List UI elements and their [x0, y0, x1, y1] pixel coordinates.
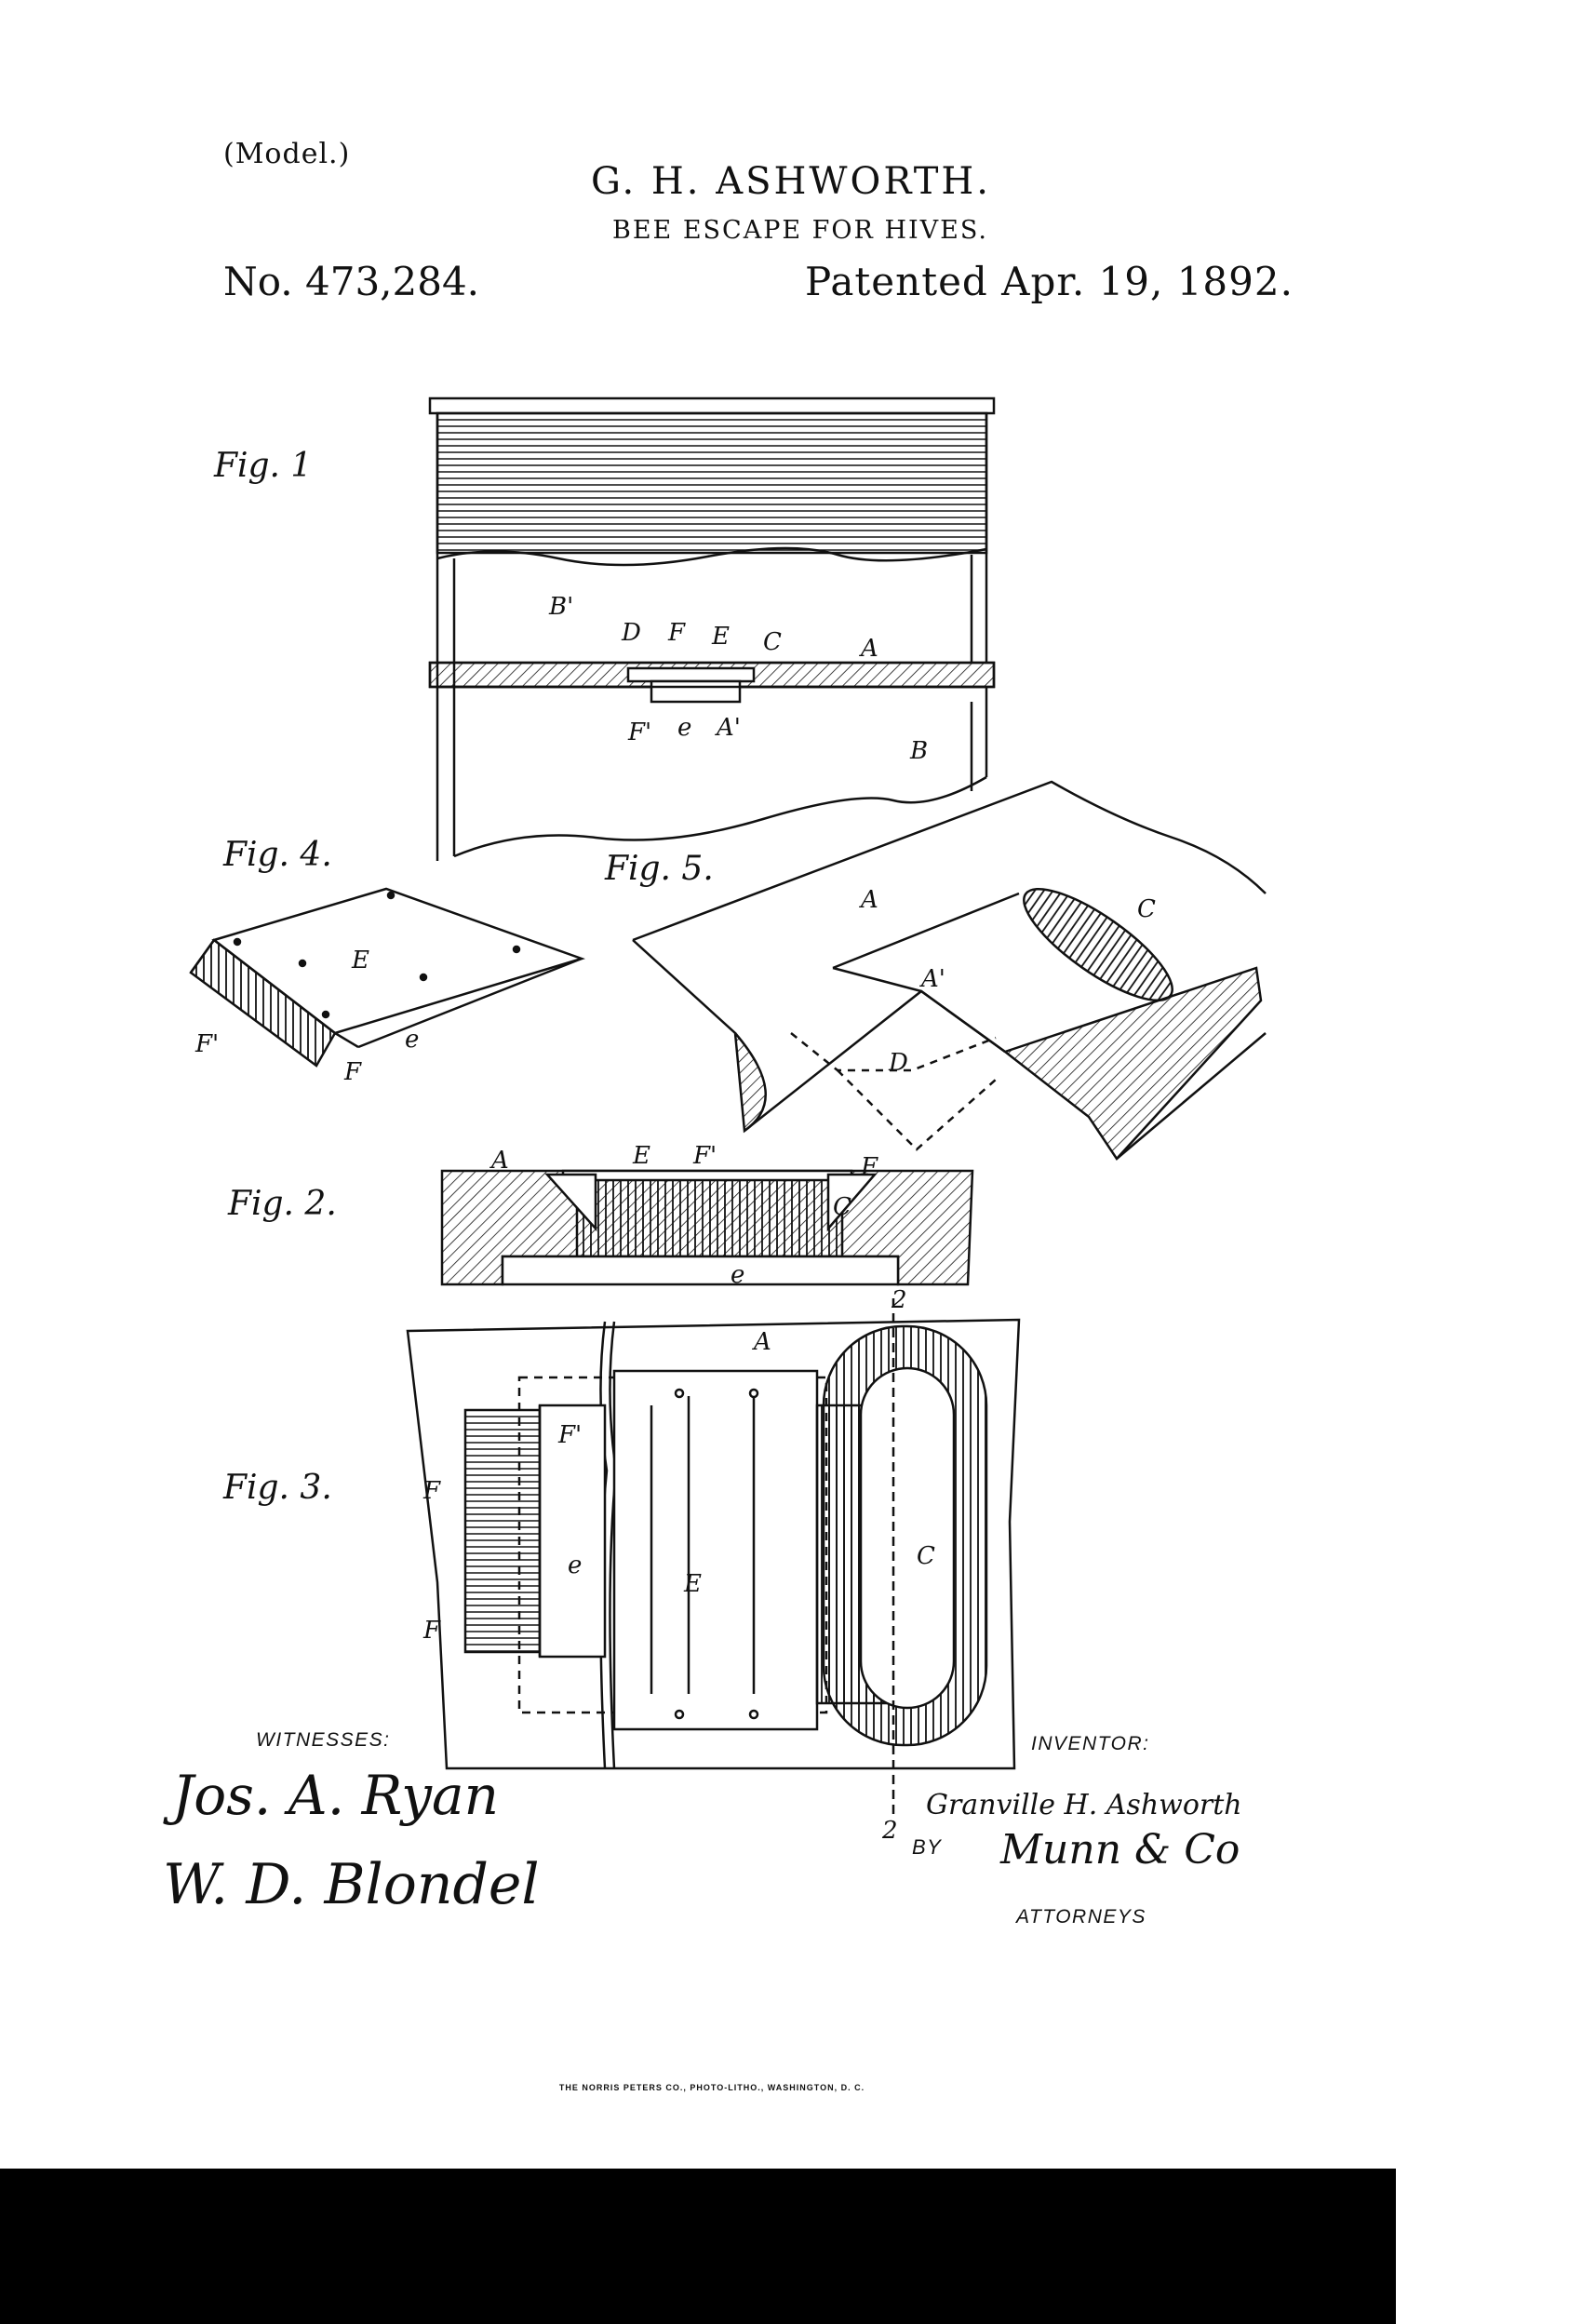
- printer-imprint: THE NORRIS PETERS CO., PHOTO-LITHO., WAS…: [558, 2083, 865, 2092]
- inventor-signature: Granville H. Ashworth: [926, 1789, 1242, 1821]
- label-F1-fig4: F': [194, 1030, 219, 1058]
- label-C-fig5: C: [1137, 895, 1156, 923]
- label-F-fig2: F: [860, 1153, 878, 1181]
- label-E-fig3: E: [683, 1570, 702, 1598]
- figure-4-drawing: [189, 887, 585, 1068]
- attorneys-signature: Munn & Co: [1000, 1826, 1240, 1874]
- figure-3-drawing: [406, 1298, 1021, 1815]
- label-A1-fig1: A': [715, 714, 741, 742]
- label-F-b-fig3: F: [422, 1617, 441, 1645]
- attorneys-label: ATTORNEYS: [1016, 1906, 1146, 1928]
- label-F-fig4: F: [343, 1058, 362, 1086]
- label-F1-a-fig3: F': [557, 1421, 582, 1449]
- by-label: BY: [912, 1835, 943, 1859]
- witness-signature-1: Jos. A. Ryan: [172, 1764, 499, 1827]
- label-F-a-fig3: F: [422, 1477, 441, 1505]
- inventor-label: INVENTOR:: [1031, 1733, 1150, 1754]
- witnesses-label: WITNESSES:: [256, 1729, 391, 1751]
- witness-signature-2: W. D. Blondel: [163, 1852, 540, 1917]
- label-F1-fig1: F': [627, 719, 651, 746]
- fig3-label: Fig. 3.: [222, 1469, 332, 1507]
- label-e-fig1: e: [677, 714, 691, 742]
- label-C-fig1: C: [763, 628, 782, 656]
- fig1-label: Fig. 1: [213, 447, 312, 485]
- label-C-fig2: C: [833, 1193, 851, 1221]
- figure-labels: Fig. 1 Fig. 4. Fig. 5. Fig. 2. Fig. 3. B…: [194, 447, 1156, 1845]
- figure-1-drawing: [428, 396, 996, 861]
- label-2-top-fig3: 2: [891, 1286, 907, 1314]
- label-e-fig4: e: [405, 1026, 419, 1054]
- label-A-fig3: A: [752, 1328, 771, 1356]
- fig4-label: Fig. 4.: [222, 836, 332, 874]
- label-F-fig1: F: [667, 619, 686, 647]
- scan-border-bar: [0, 2169, 1396, 2324]
- inventor-name: G. H. ASHWORTH.: [590, 160, 992, 203]
- label-B-fig1: B: [909, 737, 928, 765]
- figure-5-drawing: [632, 780, 1267, 1162]
- patent-title: BEE ESCAPE FOR HIVES.: [612, 216, 988, 245]
- label-e-fig3: e: [568, 1552, 582, 1579]
- patent-date: Patented Apr. 19, 1892.: [805, 259, 1294, 304]
- label-D-fig5: D: [888, 1049, 908, 1077]
- label-E-fig2: E: [632, 1142, 650, 1170]
- label-2-bottom-fig3: 2: [881, 1817, 898, 1845]
- label-A1-fig5: A': [919, 965, 945, 993]
- label-E-fig4: E: [351, 947, 369, 974]
- patent-number: No. 473,284.: [223, 259, 480, 304]
- label-C-fig3: C: [917, 1542, 935, 1570]
- label-A-fig5: A: [859, 886, 878, 914]
- label-B1-fig1: B': [548, 593, 573, 621]
- label-D-fig1: D: [621, 619, 641, 647]
- label-e-fig2: e: [731, 1261, 744, 1289]
- figure-2-drawing: [440, 1169, 974, 1286]
- label-E-fig1: E: [711, 623, 730, 651]
- label-A-fig2: A: [489, 1147, 509, 1175]
- label-A-fig1: A: [859, 635, 878, 663]
- model-label: (Model.): [223, 138, 351, 170]
- fig5-label: Fig. 5.: [604, 850, 714, 888]
- fig2-label: Fig. 2.: [227, 1185, 337, 1223]
- label-F1-fig2: F': [692, 1142, 717, 1170]
